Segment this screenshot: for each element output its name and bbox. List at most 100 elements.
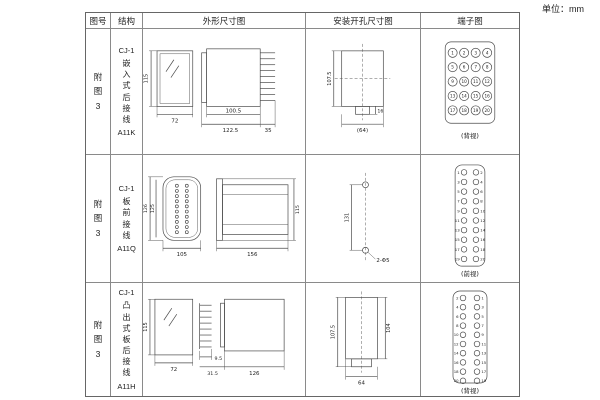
- terminal-circle: [460, 188, 468, 195]
- terminal-number: 20: [485, 108, 491, 113]
- terminal-number: 9: [481, 332, 484, 337]
- mount-desc-label: 嵌入式后接线: [122, 58, 131, 124]
- terminal-number: 11: [481, 341, 486, 346]
- row3-install-drawing: 107.5 104 64: [331, 291, 392, 387]
- terminal-circle: [460, 236, 468, 243]
- terminal-circle: [482, 105, 493, 116]
- dim-label: 104: [386, 323, 392, 332]
- terminal-circle: [482, 47, 493, 58]
- terminal-circle: [459, 47, 470, 58]
- fig-no-label: 附图3: [93, 198, 103, 238]
- terminal-number: 4: [480, 179, 483, 184]
- view-caption: (背视): [461, 386, 479, 395]
- model-label: CJ-1: [118, 288, 135, 298]
- dim-label: 126: [143, 204, 149, 213]
- terminal-circle: [459, 359, 467, 366]
- row3-install-cell: 107.5 104 64: [306, 283, 421, 396]
- terminal-circle: [470, 76, 481, 87]
- terminal-number: 20: [454, 378, 459, 383]
- row2-install-cell: 131 2-Φ5: [306, 155, 421, 283]
- terminal-circle: [447, 91, 458, 101]
- terminal-circle: [460, 255, 468, 263]
- terminal-number: 7: [474, 65, 477, 70]
- terminal-circle: [473, 377, 481, 384]
- code-label: A11Q: [117, 243, 136, 253]
- terminal-circle: [472, 246, 480, 253]
- terminal-number: 19: [455, 256, 460, 261]
- row2-outline-cell: 126 125 105 156: [143, 155, 306, 283]
- header-install-dims: 安装开孔尺寸图: [306, 13, 421, 29]
- row2-outline-drawing: 126 125 105 156: [143, 176, 301, 258]
- terminal-number: 13: [450, 93, 456, 98]
- row1-outline-drawing: 115 72 100.5: [144, 48, 276, 134]
- terminal-circle: [473, 340, 481, 348]
- terminal-number: 15: [481, 360, 486, 365]
- terminal-circle: [472, 207, 480, 214]
- header-structure: 结构: [111, 13, 143, 29]
- pin-field: [175, 183, 189, 235]
- terminal-circle: [473, 331, 481, 338]
- terminal-number: 19: [473, 108, 479, 113]
- row2-install-drawing: 131 2-Φ5: [345, 172, 390, 264]
- terminal-number: 17: [481, 369, 486, 374]
- terminal-number: 16: [454, 360, 459, 365]
- row1-structure: CJ-1 嵌入式后接线 A11K: [111, 29, 143, 155]
- dim-label: (64): [357, 128, 368, 134]
- terminal-number: 14: [454, 351, 459, 356]
- dim-label: 122.5: [223, 128, 239, 134]
- dim-label: 16: [377, 108, 383, 114]
- dim-label: 115: [144, 74, 150, 83]
- terminal-number: 8: [456, 323, 459, 328]
- terminal-number: 12: [480, 218, 485, 223]
- terminal-circle: [460, 169, 468, 176]
- terminal-number: 14: [461, 93, 467, 98]
- dim-label: 115: [143, 322, 149, 331]
- terminal-circle: [459, 350, 467, 357]
- code-label: A11H: [117, 381, 136, 391]
- spec-table: 图号 结构 外形尺寸图 安装开孔尺寸图 端子图 附图3 CJ-1 嵌入式后接线 …: [85, 12, 520, 397]
- terminal-circle: [459, 368, 467, 375]
- terminal-number: 8: [480, 199, 483, 204]
- row3-structure: CJ-1 凸出式板后接线 A11H: [111, 283, 143, 396]
- terminal-number: 10: [480, 208, 485, 213]
- terminal-circle: [470, 105, 481, 116]
- terminal-number: 11: [473, 79, 479, 84]
- terminal-circle: [459, 62, 470, 73]
- terminal-number: 1: [457, 170, 460, 175]
- terminal-number: 1: [451, 50, 454, 55]
- terminal-circle: [473, 350, 481, 357]
- terminal-number: 15: [473, 93, 479, 98]
- header-outline-dims: 外形尺寸图: [143, 13, 306, 29]
- row1-outline-cell: 115 72 100.5: [143, 29, 306, 155]
- terminal-number: 18: [461, 108, 467, 113]
- terminal-number: 10: [461, 79, 467, 84]
- dim-label: 64: [358, 381, 365, 387]
- dim-label: 105: [177, 252, 187, 258]
- terminal-circle: [470, 62, 481, 73]
- dim-label: 107.5: [331, 325, 337, 339]
- terminal-number: 17: [450, 108, 456, 113]
- terminal-circle: [472, 188, 480, 195]
- dim-label: 107.5: [327, 72, 333, 86]
- fig-no-label: 附图3: [93, 71, 103, 111]
- terminal-circle: [473, 368, 481, 375]
- terminal-circle: [459, 76, 470, 87]
- unit-label: 单位：mm: [542, 4, 584, 14]
- terminal-circle: [482, 91, 493, 101]
- terminal-circle: [473, 304, 481, 311]
- terminal-circle: [472, 198, 480, 205]
- terminal-number: 13: [481, 351, 486, 356]
- terminal-number: 14: [480, 228, 485, 233]
- terminal-circle: [472, 255, 480, 263]
- terminal-number: 11: [455, 218, 460, 223]
- header-terminal: 端子图: [421, 13, 519, 29]
- terminal-circle: [459, 377, 467, 384]
- terminal-circle: [459, 304, 467, 311]
- terminal-circle: [473, 322, 481, 329]
- row2-structure: CJ-1 板前接线 A11Q: [111, 155, 143, 283]
- terminal-circle: [473, 359, 481, 366]
